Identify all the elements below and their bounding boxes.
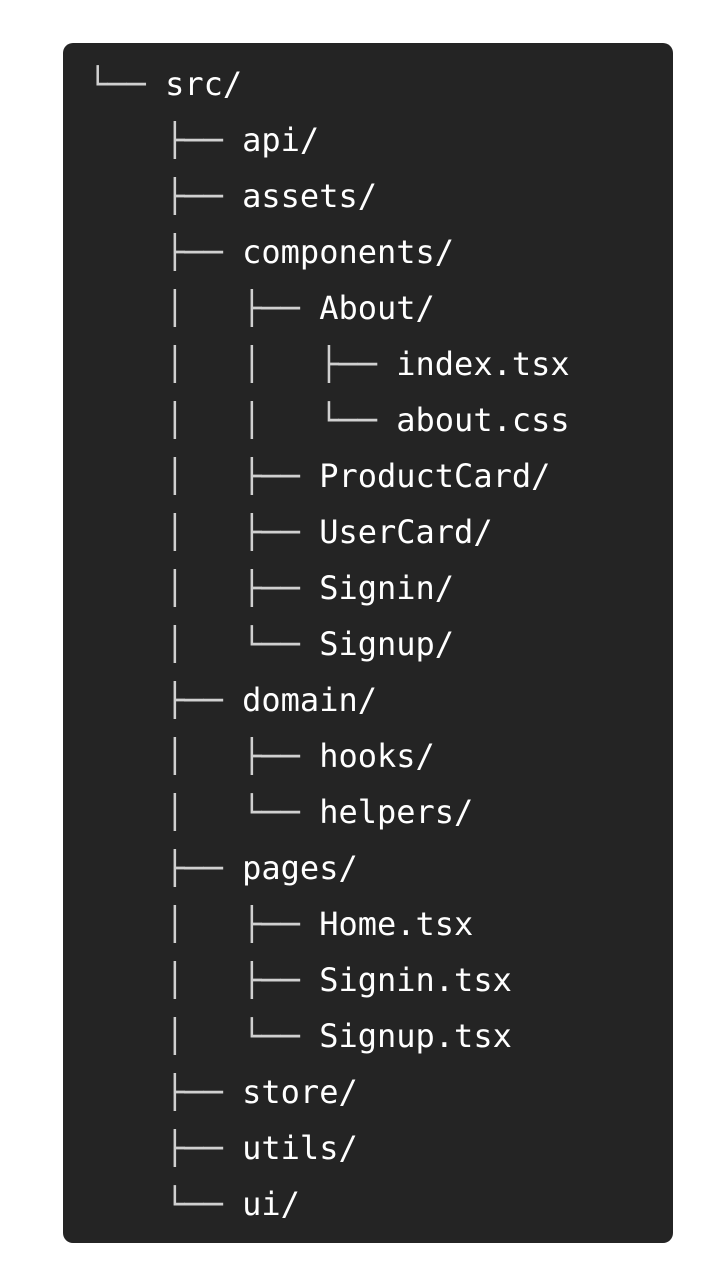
tree-branch-prefix: │ ├── (88, 569, 320, 607)
tree-row: ├── pages/ (88, 840, 663, 896)
tree-row: ├── assets/ (88, 168, 663, 224)
tree-row: ├── api/ (88, 112, 663, 168)
tree-branch-prefix: │ └── (88, 625, 320, 663)
tree-row: ├── domain/ (88, 672, 663, 728)
tree-entry-name: assets/ (242, 177, 377, 215)
tree-entry-name: hooks/ (319, 737, 435, 775)
tree-entry-name: store/ (242, 1073, 358, 1111)
code-block-panel: └── src/ ├── api/ ├── assets/ ├── compon… (63, 43, 673, 1243)
tree-entry-name: src/ (165, 65, 243, 103)
tree-row: │ ├── Signin.tsx (88, 952, 663, 1008)
tree-entry-name: Signin/ (319, 569, 455, 607)
tree-branch-prefix: │ ├── (88, 513, 320, 551)
tree-row: │ │ ├── index.tsx (88, 336, 663, 392)
tree-row: │ └── Signup/ (88, 616, 663, 672)
tree-branch-prefix: │ ├── (88, 737, 320, 775)
tree-branch-prefix: ├── (88, 1129, 243, 1167)
tree-row: │ │ └── about.css (88, 392, 663, 448)
tree-branch-prefix: ├── (88, 681, 243, 719)
tree-entry-name: index.tsx (396, 345, 570, 383)
tree-branch-prefix: │ └── (88, 793, 320, 831)
tree-row: ├── components/ (88, 224, 663, 280)
tree-row: │ ├── Signin/ (88, 560, 663, 616)
tree-row: │ ├── Home.tsx (88, 896, 663, 952)
tree-branch-prefix: └── (88, 1185, 243, 1223)
tree-row: │ └── helpers/ (88, 784, 663, 840)
tree-entry-name: helpers/ (319, 793, 474, 831)
tree-entry-name: Signup.tsx (319, 1017, 512, 1055)
tree-entry-name: utils/ (242, 1129, 358, 1167)
tree-row: ├── store/ (88, 1064, 663, 1120)
tree-branch-prefix: │ ├── (88, 961, 320, 999)
tree-row: │ ├── ProductCard/ (88, 448, 663, 504)
tree-branch-prefix: ├── (88, 121, 243, 159)
tree-branch-prefix: │ ├── (88, 289, 320, 327)
tree-entry-name: components/ (242, 233, 455, 271)
tree-branch-prefix: │ └── (88, 1017, 320, 1055)
tree-row: │ ├── UserCard/ (88, 504, 663, 560)
tree-entry-name: domain/ (242, 681, 377, 719)
tree-row: └── src/ (88, 56, 663, 112)
tree-branch-prefix: │ │ └── (88, 401, 397, 439)
tree-branch-prefix: │ ├── (88, 905, 320, 943)
tree-entry-name: ui/ (242, 1185, 300, 1223)
tree-branch-prefix: ├── (88, 233, 243, 271)
tree-row: ├── utils/ (88, 1120, 663, 1176)
tree-row: └── ui/ (88, 1176, 663, 1232)
tree-entry-name: Home.tsx (319, 905, 474, 943)
tree-row: │ ├── hooks/ (88, 728, 663, 784)
tree-branch-prefix: │ ├── (88, 457, 320, 495)
tree-entry-name: about.css (396, 401, 570, 439)
tree-entry-name: ProductCard/ (319, 457, 551, 495)
tree-entry-name: Signin.tsx (319, 961, 512, 999)
tree-row: │ └── Signup.tsx (88, 1008, 663, 1064)
tree-entry-name: Signup/ (319, 625, 455, 663)
tree-entry-name: api/ (242, 121, 320, 159)
tree-entry-name: About/ (319, 289, 435, 327)
tree-branch-prefix: ├── (88, 1073, 243, 1111)
tree-branch-prefix: │ │ ├── (88, 345, 397, 383)
tree-branch-prefix: └── (88, 65, 166, 103)
tree-branch-prefix: ├── (88, 177, 243, 215)
tree-row: │ ├── About/ (88, 280, 663, 336)
tree-entry-name: UserCard/ (319, 513, 493, 551)
tree-entry-name: pages/ (242, 849, 358, 887)
tree-branch-prefix: ├── (88, 849, 243, 887)
file-tree: └── src/ ├── api/ ├── assets/ ├── compon… (88, 56, 663, 1232)
